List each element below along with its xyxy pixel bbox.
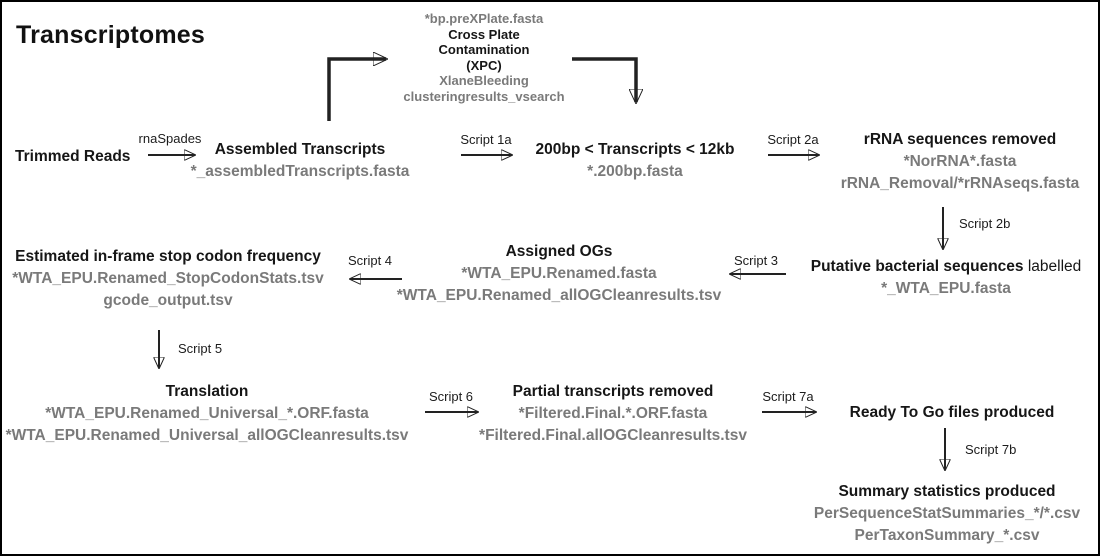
node-title: Ready To Go files produced: [849, 404, 1055, 421]
node-title: Trimmed Reads: [15, 148, 131, 165]
file-name: *Filtered.Final.*.ORF.fasta: [518, 405, 708, 422]
edge-label-rnaspades: rnaSpades: [138, 131, 202, 146]
file-name: XlaneBleeding: [439, 73, 529, 88]
edge-label-script-2b: Script 2b: [959, 216, 1011, 231]
file-name: *WTA_EPU.Renamed_allOGCleanresults.tsv: [396, 287, 722, 304]
node-title: Assembled Transcripts: [214, 141, 386, 158]
edge-label-script-4: Script 4: [347, 253, 393, 268]
node-title: Translation: [165, 383, 249, 400]
node-title: rRNA sequences removed: [863, 131, 1057, 148]
node-assembled-transcripts: Assembled Transcripts *_assembledTranscr…: [191, 139, 410, 183]
arrow-xpc-to-size-filter: [572, 57, 636, 102]
node-assigned-ogs: Assigned OGs *WTA_EPU.Renamed.fasta *WTA…: [397, 241, 721, 307]
node-title: Summary statistics produced: [838, 483, 1056, 500]
file-name: rRNA_Removal/*rRNAseqs.fasta: [840, 175, 1080, 192]
file-name: *NorRNA*.fasta: [903, 153, 1017, 170]
node-title: 200bp < Transcripts < 12kb: [535, 141, 735, 158]
file-name: *WTA_EPU.Renamed_Universal_*.ORF.fasta: [45, 405, 369, 422]
node-title: Cross Plate: [448, 26, 520, 42]
file-name: *WTA_EPU.Renamed.fasta: [461, 265, 657, 282]
edge-label-script-1a: Script 1a: [460, 132, 512, 147]
edge-label-script-5: Script 5: [178, 341, 223, 356]
file-name: *_assembledTranscripts.fasta: [190, 163, 410, 180]
edge-label-script-7a: Script 7a: [762, 389, 814, 404]
file-name: *bp.preXPlate.fasta: [424, 11, 544, 26]
edge-label-script-3: Script 3: [733, 253, 779, 268]
page-title: Transcriptomes: [16, 21, 205, 49]
edge-label-script-7b: Script 7b: [965, 442, 1017, 457]
file-name: *_WTA_EPU.fasta: [881, 280, 1011, 297]
node-title-regular: labelled: [1027, 258, 1082, 275]
file-name: *WTA_EPU.Renamed_StopCodonStats.tsv: [12, 270, 324, 287]
file-name: PerTaxonSummary_*.csv: [854, 527, 1040, 544]
node-stop-codon-frequency: Estimated in-frame stop codon frequency …: [12, 246, 323, 312]
node-trimmed-reads: Trimmed Reads: [15, 146, 130, 168]
node-putative-bacterial-labelled: Putative bacterial sequences labelled *_…: [811, 256, 1082, 300]
node-title: Contamination: [438, 42, 530, 57]
file-name: PerSequenceStatSummaries_*/*.csv: [813, 505, 1081, 522]
node-ready-to-go-files: Ready To Go files produced: [850, 402, 1055, 424]
node-title: (XPC): [466, 57, 502, 73]
node-translation: Translation *WTA_EPU.Renamed_Universal_*…: [6, 381, 409, 447]
edge-label-script-2a: Script 2a: [767, 132, 819, 147]
node-title: Putative bacterial sequences labelled: [811, 256, 1082, 278]
file-name: *WTA_EPU.Renamed_Universal_allOGCleanres…: [5, 427, 409, 444]
node-title-bold: Putative bacterial sequences: [810, 258, 1024, 275]
file-name: *Filtered.Final.allOGCleanresults.tsv: [479, 427, 747, 444]
arrow-assembled-to-xpc: [327, 59, 386, 121]
edge-label-script-6: Script 6: [428, 389, 474, 404]
node-rrna-sequences-removed: rRNA sequences removed *NorRNA*.fasta rR…: [841, 129, 1080, 195]
node-cross-plate-contamination: *bp.preXPlate.fasta Cross Plate Contamin…: [403, 11, 564, 104]
node-title: Estimated in-frame stop codon frequency: [15, 248, 321, 265]
file-name: *.200bp.fasta: [587, 163, 683, 180]
node-summary-statistics: Summary statistics produced PerSequenceS…: [814, 481, 1080, 547]
node-partial-transcripts-removed: Partial transcripts removed *Filtered.Fi…: [479, 381, 747, 447]
node-size-filtered-transcripts: 200bp < Transcripts < 12kb *.200bp.fasta: [535, 139, 734, 183]
node-title: Partial transcripts removed: [512, 383, 714, 400]
file-name: clusteringresults_vsearch: [403, 88, 565, 104]
file-name: gcode_output.tsv: [103, 292, 233, 309]
node-title: Assigned OGs: [505, 243, 613, 260]
